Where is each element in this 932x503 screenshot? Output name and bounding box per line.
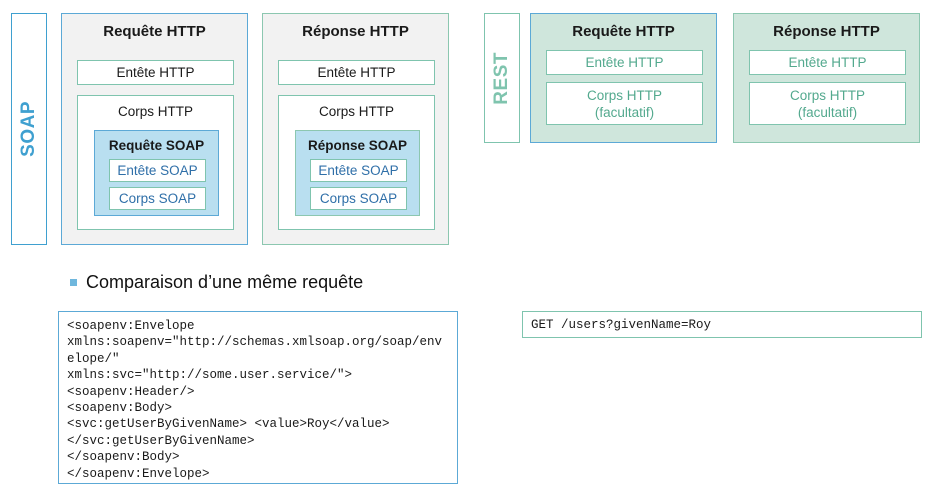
soap-response-http-header-label: Entête HTTP [317,65,396,80]
soap-request-packet-header-label: Entête SOAP [117,163,198,178]
rest-request-http-header-box: Entête HTTP [546,50,703,75]
rest-response-panel: Réponse HTTP Entête HTTP Corps HTTP (fac… [733,13,920,143]
rest-request-http-body-box: Corps HTTP (facultatif) [546,82,703,125]
soap-response-packet-body-box: Corps SOAP [310,187,407,210]
rest-response-http-body-label-2: (facultatif) [797,104,858,120]
soap-request-packet-body-label: Corps SOAP [118,191,197,206]
rest-response-http-body-label-1: Corps HTTP [789,87,865,103]
soap-response-packet-body-label: Corps SOAP [319,191,398,206]
rest-response-title: Réponse HTTP [773,23,880,40]
rest-request-http-body-label-2: (facultatif) [594,104,655,120]
soap-response-title: Réponse HTTP [302,23,409,40]
soap-response-packet-title: Réponse SOAP [307,138,408,153]
soap-side-label: SOAP [11,13,47,245]
soap-response-packet: Réponse SOAP Entête SOAP Corps SOAP [295,130,420,216]
soap-request-packet: Requête SOAP Entête SOAP Corps SOAP [94,130,219,216]
rest-side-label: REST [484,13,520,143]
soap-response-http-body-label: Corps HTTP [318,104,394,119]
soap-request-http-body-label: Corps HTTP [117,104,193,119]
soap-side-label-text: SOAP [18,101,39,157]
soap-request-packet-title: Requête SOAP [108,138,205,153]
soap-request-http-body-box: Corps HTTP Requête SOAP Entête SOAP Corp… [77,95,234,230]
soap-request-http-header-box: Entête HTTP [77,60,234,85]
rest-request-code-block: GET /users?givenName=Roy [522,311,922,338]
soap-response-http-body-box: Corps HTTP Réponse SOAP Entête SOAP Corp… [278,95,435,230]
soap-response-http-header-box: Entête HTTP [278,60,435,85]
soap-request-packet-body-box: Corps SOAP [109,187,206,210]
comparison-heading: Comparaison d’une même requête [70,271,363,293]
soap-request-packet-header-box: Entête SOAP [109,159,206,182]
rest-response-http-header-box: Entête HTTP [749,50,906,75]
soap-response-packet-header-box: Entête SOAP [310,159,407,182]
soap-request-code-block: <soapenv:Envelope xmlns:soapenv="http://… [58,311,458,484]
soap-request-http-header-label: Entête HTTP [116,65,195,80]
rest-response-http-body-box: Corps HTTP (facultatif) [749,82,906,125]
soap-request-title: Requête HTTP [103,23,206,40]
rest-request-title: Requête HTTP [572,23,675,40]
soap-request-panel: Requête HTTP Entête HTTP Corps HTTP Requ… [61,13,248,245]
bullet-square-icon [70,278,77,286]
soap-response-panel: Réponse HTTP Entête HTTP Corps HTTP Répo… [262,13,449,245]
rest-request-http-body-label-1: Corps HTTP [586,87,662,103]
rest-request-panel: Requête HTTP Entête HTTP Corps HTTP (fac… [530,13,717,143]
rest-request-http-header-label: Entête HTTP [585,55,664,70]
soap-response-packet-header-label: Entête SOAP [318,163,399,178]
rest-side-label-text: REST [491,51,512,105]
comparison-heading-text: Comparaison d’une même requête [86,272,364,292]
rest-response-http-header-label: Entête HTTP [788,55,867,70]
